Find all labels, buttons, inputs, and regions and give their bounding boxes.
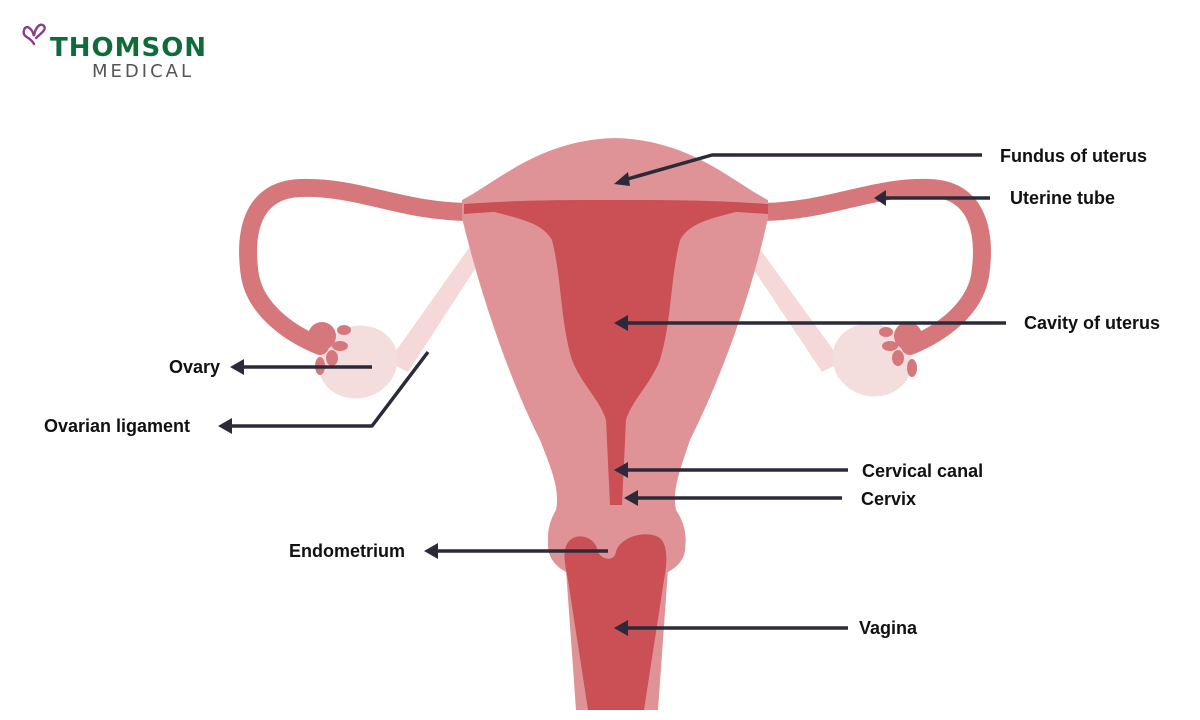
left-fimbriae <box>308 322 351 375</box>
left-ovarian-ligament <box>388 238 490 372</box>
label-ovary: Ovary <box>169 357 221 377</box>
ovary-arrowhead <box>230 359 244 375</box>
uterine-tube-arrowhead <box>874 190 886 206</box>
ovarian-ligament-leader <box>228 350 430 428</box>
fundus-leader <box>623 153 982 182</box>
leader-lines <box>228 153 1006 630</box>
label-cervical-canal: Cervical canal <box>862 461 984 481</box>
cervix-arrowhead <box>624 490 638 506</box>
label-vagina: Vagina <box>859 618 918 638</box>
label-fundus-of-uterus: Fundus of uterus <box>1000 146 1147 166</box>
vaginal-canal <box>564 534 667 710</box>
right-fimbriae <box>879 322 922 377</box>
cavity-arrowhead <box>614 315 628 331</box>
brand-name: THOMSON <box>50 33 208 63</box>
right-ovarian-ligament <box>738 238 842 372</box>
left-uterine-tube <box>239 178 481 355</box>
ovarian-ligament-arrowhead <box>218 418 232 434</box>
endometrium-arrowhead <box>424 543 438 559</box>
cervical-canal-arrowhead <box>614 462 628 478</box>
brand-subtitle: MEDICAL <box>92 61 194 82</box>
right-uterine-tube <box>749 178 991 355</box>
label-ovarian-ligament: Ovarian ligament <box>44 416 191 436</box>
label-uterine-tube: Uterine tube <box>1010 188 1116 208</box>
label-cervix: Cervix <box>861 489 917 509</box>
label-endometrium: Endometrium <box>289 541 406 561</box>
vagina-arrowhead <box>614 620 628 636</box>
butterfly-icon <box>20 22 48 53</box>
uterine-cavity <box>478 205 752 505</box>
arrowheads <box>218 172 886 636</box>
fundus-arrowhead <box>614 172 630 186</box>
label-cavity-of-uterus: Cavity of uterus <box>1024 313 1161 333</box>
